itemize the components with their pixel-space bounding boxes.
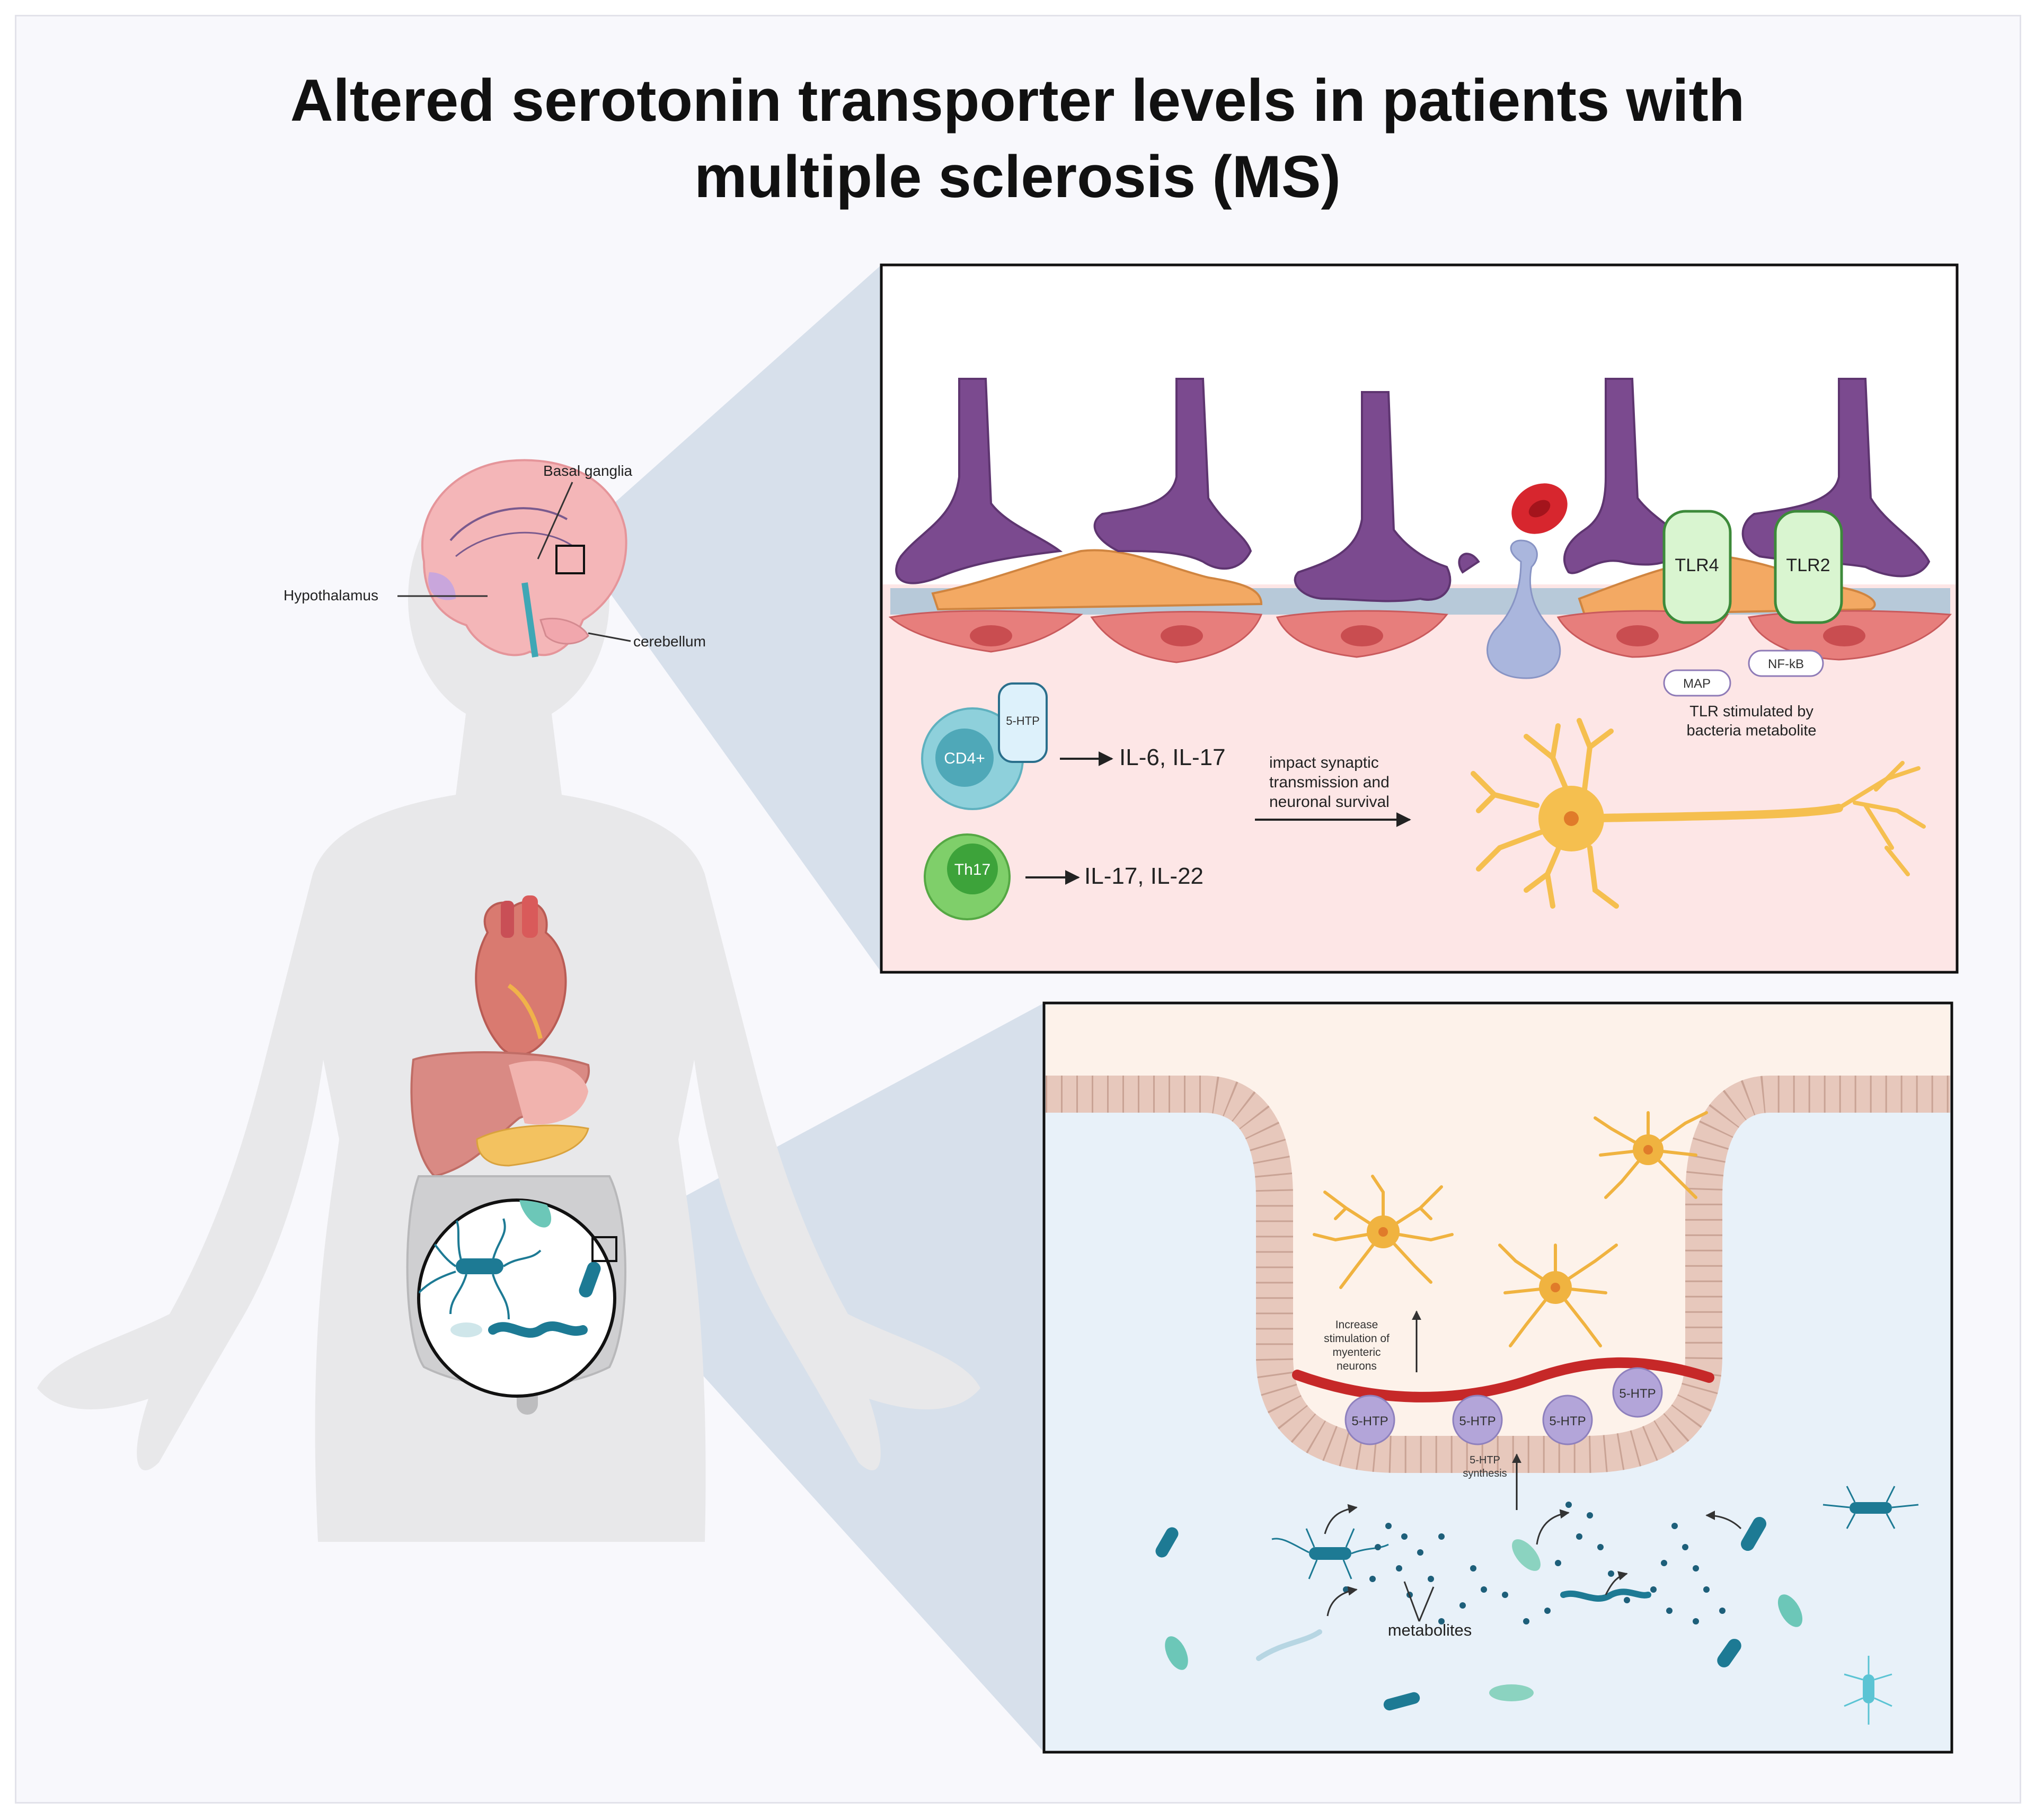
immune-cell-extravasation bbox=[1487, 539, 1561, 679]
map-bubble bbox=[1663, 669, 1731, 697]
bacterium-icon bbox=[1844, 1656, 1892, 1725]
bacterium-icon bbox=[579, 1262, 601, 1298]
5htp-molecule bbox=[1542, 1395, 1593, 1445]
tlr4-label: TLR4 bbox=[1675, 555, 1719, 575]
bacterium-icon bbox=[488, 1321, 588, 1338]
metabolite-dots bbox=[1343, 1502, 1726, 1624]
tlr4-receptor bbox=[1662, 510, 1732, 624]
bacterium-icon bbox=[519, 1200, 552, 1228]
5htp-molecule bbox=[1612, 1367, 1663, 1418]
bacterium-icon bbox=[1777, 1594, 1803, 1627]
title-line-2: multiple sclerosis (MS) bbox=[694, 144, 1341, 210]
5htp-tag bbox=[998, 682, 1048, 763]
synthesis-line-2: synthesis bbox=[1463, 1468, 1507, 1479]
5htp-label: 5-HTP bbox=[1619, 1387, 1656, 1401]
nfkb-label: NF-kB bbox=[1768, 657, 1804, 671]
map-label: MAP bbox=[1683, 677, 1711, 691]
release-arrows bbox=[1324, 1504, 1742, 1617]
stomach-icon bbox=[509, 1061, 588, 1125]
5htp-label: 5-HTP bbox=[1351, 1414, 1388, 1428]
intestinal-epithelium bbox=[1046, 1076, 1950, 1473]
bacterium-icon bbox=[1741, 1516, 1766, 1551]
cd4-label: CD4+ bbox=[944, 750, 985, 767]
synthesis-line-1: 5-HTP bbox=[1470, 1454, 1500, 1466]
gut-zoom-box bbox=[591, 1236, 617, 1262]
bacterium-icon bbox=[1155, 1527, 1179, 1558]
bacterium-icon bbox=[1489, 1684, 1534, 1701]
metabolites-pointer bbox=[1418, 1586, 1435, 1622]
tlr2-receptor bbox=[1774, 510, 1843, 624]
bacterium-icon bbox=[1512, 1539, 1541, 1571]
impact-line-1: impact synaptic bbox=[1269, 754, 1379, 771]
increase-line-1: Increase bbox=[1335, 1319, 1378, 1331]
oligodendrocyte-cell bbox=[931, 549, 1263, 611]
brain-detail-panel: TLR4 TLR2 MAP NF-kB TLR stimulated by ba… bbox=[880, 263, 1959, 974]
neuron-icon bbox=[1471, 718, 1926, 909]
5htp-tag-label: 5-HTP bbox=[1006, 714, 1040, 727]
brain-zoom-box bbox=[555, 545, 585, 574]
impact-line-2: transmission and bbox=[1269, 774, 1390, 791]
figure-title: Altered serotonin transporter levels in … bbox=[0, 63, 2035, 215]
nfkb-bubble bbox=[1748, 650, 1824, 677]
title-line-1: Altered serotonin transporter levels in … bbox=[290, 67, 1745, 134]
metabolites-label: metabolites bbox=[1388, 1621, 1472, 1639]
5htp-molecule bbox=[1344, 1395, 1395, 1445]
cd4-output: IL-6, IL-17 bbox=[1119, 744, 1226, 770]
th17-output: IL-17, IL-22 bbox=[1084, 863, 1204, 889]
bacterium-icon bbox=[1560, 1588, 1651, 1602]
tlr2-label: TLR2 bbox=[1786, 555, 1830, 575]
5htp-molecule bbox=[1452, 1395, 1503, 1445]
tlr-note-line-1: TLR stimulated by bbox=[1689, 703, 1813, 720]
5htp-label: 5-HTP bbox=[1549, 1414, 1586, 1428]
bacterium-icon bbox=[419, 1218, 542, 1320]
gut-bacteria-lens bbox=[417, 1198, 617, 1398]
increase-line-4: neurons bbox=[1337, 1360, 1377, 1372]
bacterium-icon bbox=[1383, 1692, 1420, 1711]
increase-line-3: myenteric bbox=[1332, 1346, 1381, 1359]
tlr-note-line-2: bacteria metabolite bbox=[1686, 722, 1816, 739]
5htp-label: 5-HTP bbox=[1459, 1414, 1496, 1428]
th17-label: Th17 bbox=[954, 861, 990, 878]
brain-icon bbox=[421, 459, 627, 658]
pointer-basal-ganglia bbox=[537, 482, 573, 560]
label-basal-ganglia: Basal ganglia bbox=[543, 463, 633, 479]
bacterium-icon bbox=[1165, 1636, 1188, 1670]
bacterium-icon bbox=[1822, 1486, 1919, 1529]
metabolites-pointer bbox=[1403, 1581, 1420, 1622]
impact-line-3: neuronal survival bbox=[1269, 793, 1390, 811]
bacterium-icon bbox=[1271, 1528, 1389, 1579]
label-cerebellum: cerebellum bbox=[633, 633, 706, 650]
gut-detail-panel: 5-HTP 5-HTP 5-HTP 5-HTP Increase stimula… bbox=[1042, 1001, 1953, 1754]
label-hypothalamus: Hypothalamus bbox=[284, 587, 378, 603]
brain-zoom-wedge bbox=[572, 265, 881, 972]
heart-icon bbox=[475, 895, 567, 1057]
bacterium-icon bbox=[1717, 1639, 1741, 1667]
pancreas-icon bbox=[476, 1124, 589, 1167]
pointer-cerebellum bbox=[588, 632, 631, 642]
increase-line-2: stimulation of bbox=[1324, 1333, 1390, 1345]
blood-vessel bbox=[1292, 1357, 1714, 1402]
